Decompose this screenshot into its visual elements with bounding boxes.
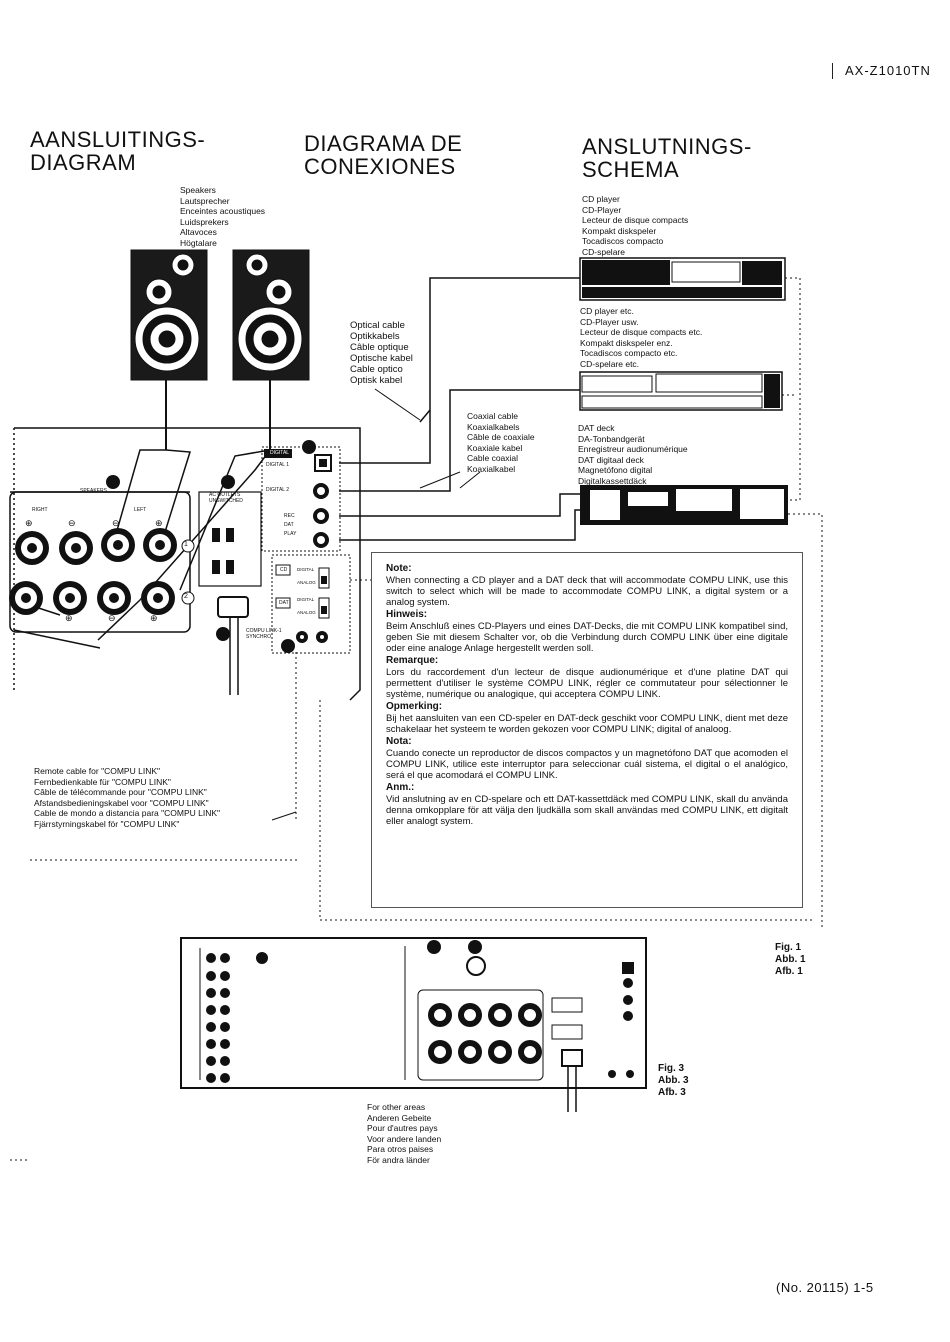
page-number: (No. 20115) 1-5 xyxy=(776,1280,874,1295)
speaker-right xyxy=(232,249,310,381)
rear-jacks xyxy=(206,940,486,1083)
panel-left-label: LEFT xyxy=(134,507,147,513)
rear-speaker-terminals xyxy=(428,1003,542,1064)
note-box: Note:When connecting a CD player and a D… xyxy=(371,552,803,908)
panel-right-label: RIGHT xyxy=(32,507,48,513)
svg-text:⊕: ⊕ xyxy=(150,613,158,623)
title-swedish: ANSLUTNINGS-SCHEMA xyxy=(582,134,752,182)
label-remote-cable: Remote cable for "COMPU LINK"Fernbedienk… xyxy=(34,766,221,829)
svg-text:⊕: ⊕ xyxy=(65,613,73,623)
amp-rear-panel xyxy=(9,427,361,701)
speaker-terminals xyxy=(9,528,177,615)
note-section: Hinweis:Beim Anschluß eines CD-Players u… xyxy=(386,609,788,654)
svg-text:⊖: ⊖ xyxy=(68,518,76,528)
panel-speakers-label: SPEAKERS xyxy=(80,488,107,494)
panel-digital-2-label: DIGITAL 2 xyxy=(266,487,290,493)
svg-text:⊖: ⊖ xyxy=(108,613,116,623)
panel-dat-label: DAT xyxy=(279,600,289,606)
rear-panel-full xyxy=(180,937,647,1089)
note-section: Nota:Cuando conecte un reproductor de di… xyxy=(386,736,788,781)
panel-cd-label: CD xyxy=(280,567,288,573)
speaker-left xyxy=(130,249,208,381)
svg-text:⊖: ⊖ xyxy=(112,518,120,528)
model-number: AX-Z1010TN xyxy=(832,63,931,79)
title-dutch: AANSLUITINGS-DIAGRAM xyxy=(30,127,206,175)
terminal-number-2: 2 xyxy=(184,593,188,600)
label-cd-player-etc: CD player etc.CD-Player usw.Lecteur de d… xyxy=(580,306,703,369)
note-section: Note:When connecting a CD player and a D… xyxy=(386,563,788,608)
cd-player-2 xyxy=(579,371,783,411)
svg-text:⊕: ⊕ xyxy=(25,518,33,528)
svg-text:⊕: ⊕ xyxy=(155,518,163,528)
note-section: Anm.:Vid anslutning av en CD-spelare och… xyxy=(386,782,788,827)
dat-deck xyxy=(580,485,788,525)
note-section: Opmerking:Bij het aansluiten van een CD-… xyxy=(386,701,788,735)
panel-digital-1-label: DIGITAL 1 xyxy=(266,462,290,468)
cd-player-1 xyxy=(579,257,786,301)
panel-digital-label: DIGITAL xyxy=(270,450,290,456)
note-section: Remarque:Lors du raccordement d'un lecte… xyxy=(386,655,788,700)
terminal-number-1: 1 xyxy=(184,541,188,548)
